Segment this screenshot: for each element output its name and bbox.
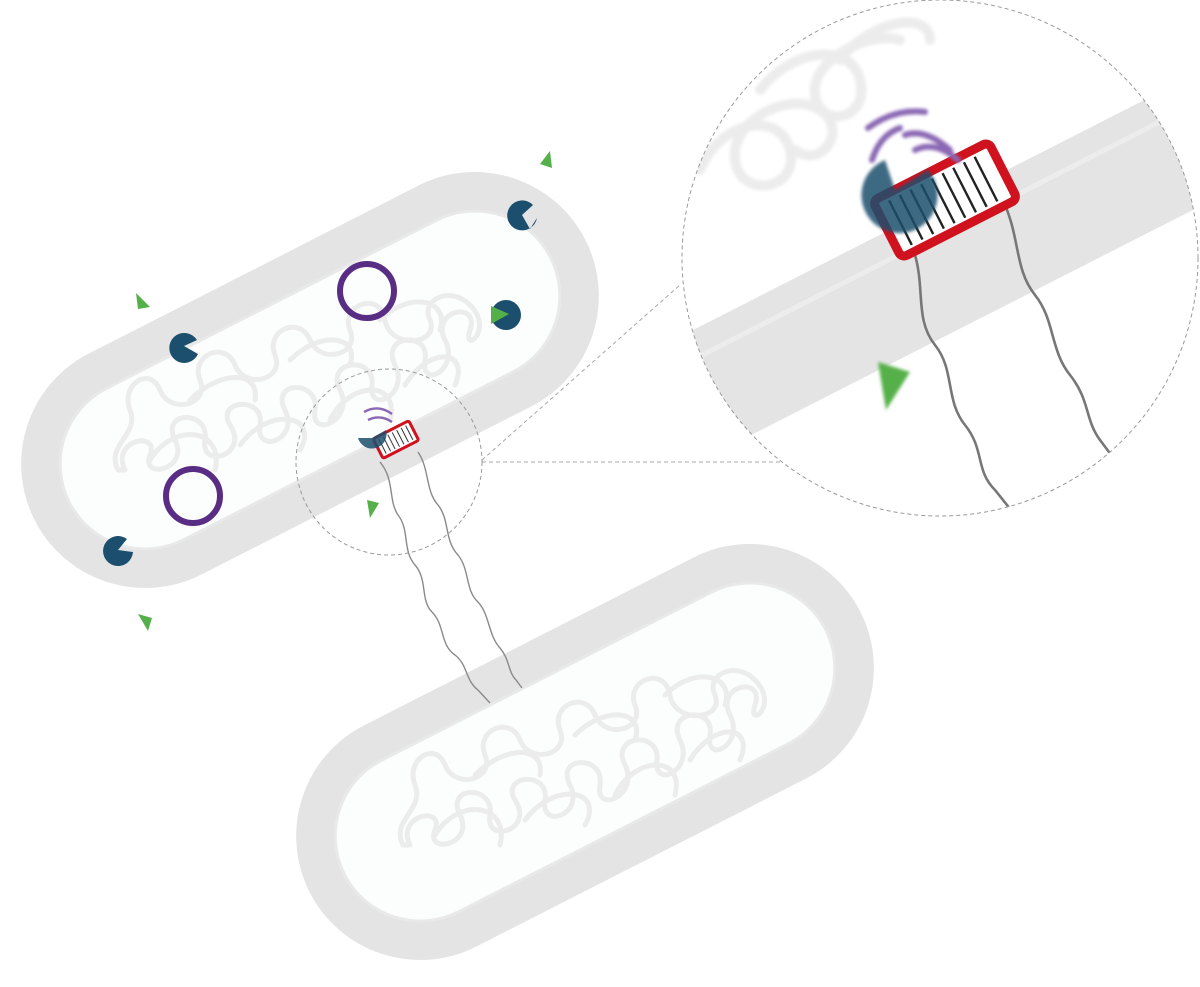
donor-chromosome: [112, 293, 483, 473]
zoom-inset-border: [681, 0, 1199, 517]
protein-pacman: [507, 200, 537, 231]
ligand-group: [136, 151, 552, 631]
zoom-chromosome-fragment: [695, 17, 935, 191]
zoom-pilus-strand: [913, 254, 1017, 516]
conjugation-pilus: [379, 451, 523, 704]
zoom-ligand-triangle: [878, 362, 910, 410]
recipient-cell: [296, 544, 874, 960]
zoom-source-circle: [295, 368, 483, 556]
zoom-connector: [481, 284, 780, 463]
purple-arc: [363, 407, 393, 415]
ligand-triangle: [367, 500, 379, 518]
protein-pacman: [358, 430, 387, 449]
zoom-pilus-strand: [1003, 204, 1117, 461]
zoom-inset: [681, 0, 1199, 517]
protein-group: [103, 200, 537, 567]
ligand-triangle: [136, 293, 150, 309]
plasmid-ring: [163, 466, 223, 526]
protein-pacman: [169, 332, 198, 363]
protein-pacman: [103, 536, 133, 567]
donor-cell-membrane: [58, 209, 562, 551]
bound-ligand-triangle: [491, 306, 509, 324]
zoom-purple-arcs: [865, 108, 961, 163]
purple-arc: [367, 416, 393, 424]
plasmid-ring: [337, 261, 397, 321]
ligand-triangle: [540, 151, 552, 168]
ligand-triangle: [138, 614, 152, 631]
zoom-protein-pacman: [861, 160, 938, 234]
secretion-pore-complex: [358, 407, 420, 460]
recipient-chromosome: [397, 668, 768, 848]
